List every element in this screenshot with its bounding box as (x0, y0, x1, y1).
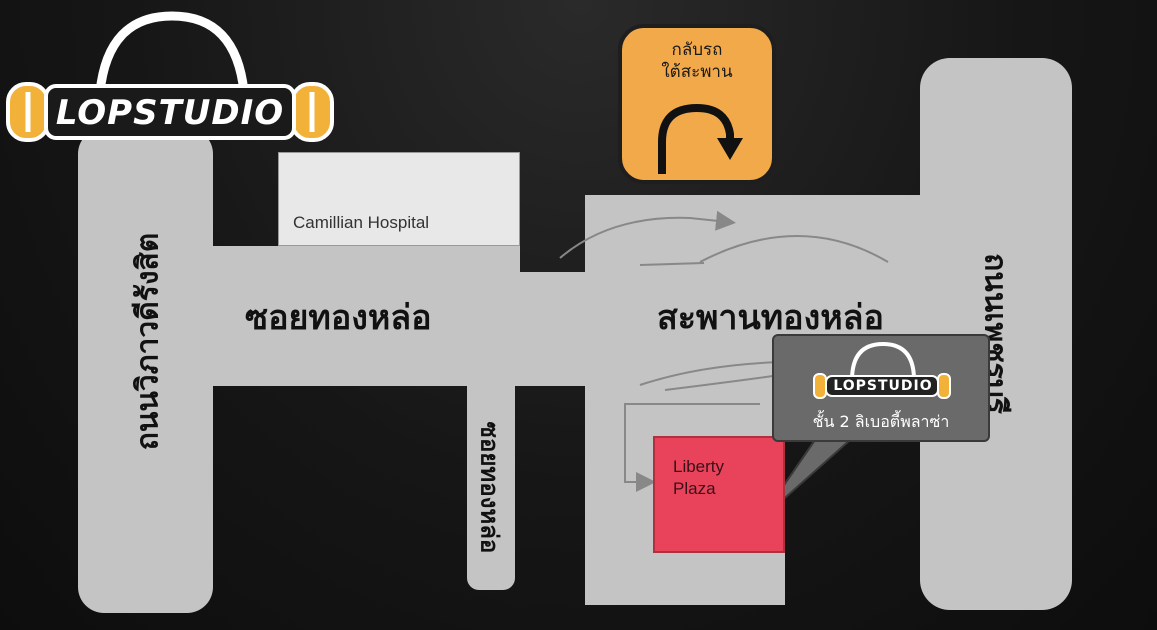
service-arrow (624, 403, 760, 492)
uturn-arrow-icon (658, 103, 743, 174)
main-soi-label: ซอยทองหล่อ (245, 298, 432, 338)
middle-vertical-road (467, 380, 515, 590)
ramp-line-low-a (639, 361, 781, 386)
camillian-hospital: Camillian Hospital (278, 152, 520, 246)
uturn-sign: กลับรถ ใต้สะพาน (618, 24, 776, 184)
location-callout: LOPSTUDIO ชั้น 2 ลิเบอตี้พลาซ่า (772, 334, 990, 442)
logo-text: LOPSTUDIO (55, 93, 285, 133)
ramp-arrow-top (559, 210, 736, 259)
liberty-plaza: Liberty Plaza (653, 436, 785, 553)
plaza-label-line2: Plaza (673, 479, 716, 498)
plaza-label-line1: Liberty (673, 457, 725, 476)
logo-headphone-icon (6, 11, 334, 142)
hospital-label: Camillian Hospital (293, 213, 430, 232)
callout-headphone-icon (813, 341, 951, 399)
middle-soi-label: ซอยทองหล่อ (475, 421, 504, 554)
bridge-arc (699, 235, 889, 263)
callout-logo-text: LOPSTUDIO (833, 378, 933, 394)
ramp-line-low-b (664, 374, 781, 391)
plaza-label: Liberty Plaza (673, 456, 724, 500)
bridge-label: สะพานทองหล่อ (657, 298, 884, 338)
left-vertical-road (78, 128, 213, 613)
main-soi-road (200, 246, 520, 386)
uturn-line1: กลับรถ (671, 40, 723, 60)
uturn-line2: ใต้สะพาน (661, 62, 733, 82)
left-vertical-road-label: ถนนวิภาวดีรังสิต (130, 232, 166, 451)
callout-location-text: ชั้น 2 ลิเบอตี้พลาซ่า (812, 412, 950, 431)
ramp-line-top (639, 262, 705, 266)
